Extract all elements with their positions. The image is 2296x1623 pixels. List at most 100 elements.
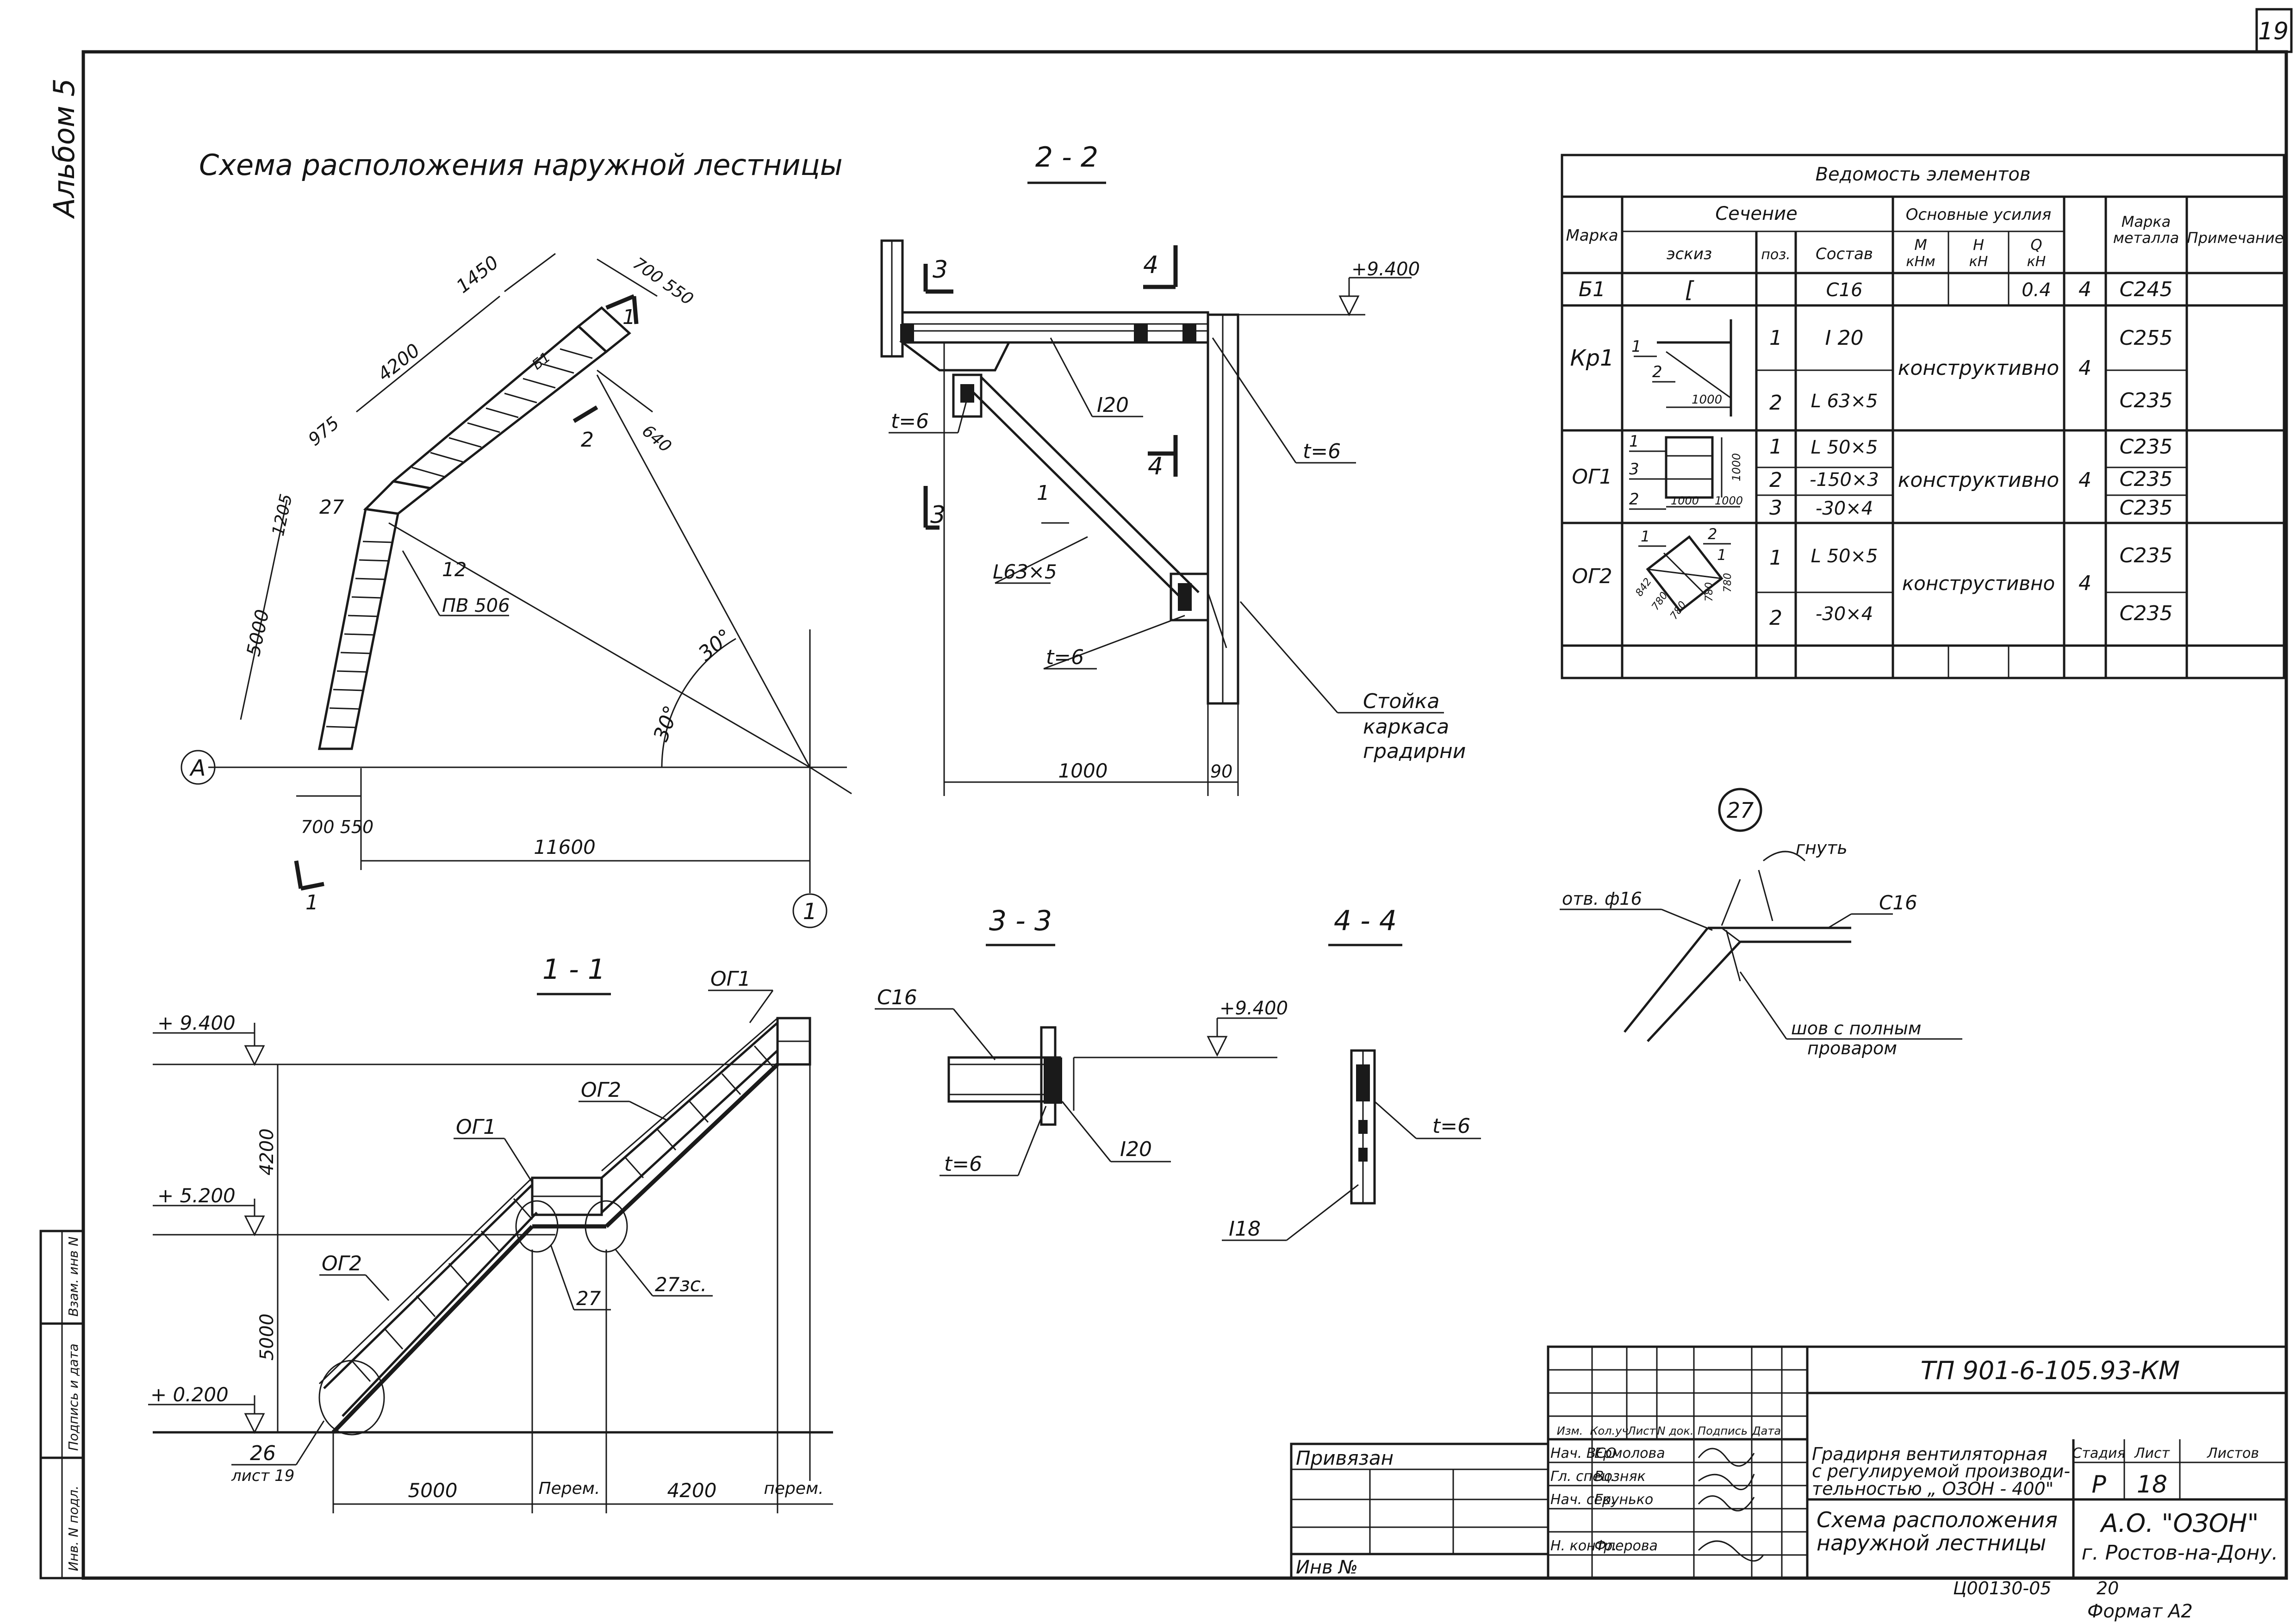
plan-cut-2: 2 (581, 428, 594, 452)
tb-r2-role: Гл. спец. (1550, 1468, 1615, 1485)
spec-og1-sk-1000b: 1000 (1715, 494, 1743, 507)
spec-og2-sk-1: 1 (1641, 528, 1650, 545)
spec-h-metal-2: металла (2113, 229, 2179, 247)
section-1-1-dim-5000-h: 5000 (408, 1479, 458, 1502)
plan-ref-12: 12 (442, 558, 467, 581)
tb-h-sheet: Лист (2134, 1445, 2171, 1461)
tb-sheet: 18 (2137, 1471, 2167, 1499)
tb-h-sheets: Листов (2207, 1445, 2259, 1461)
tb-org-1: А.О. "ОЗОН" (2100, 1509, 2259, 1538)
tb-bound: Привязан (1296, 1447, 1394, 1469)
node-27-label: 27 (1727, 798, 1754, 823)
margin-vzam: Взам. инв N (66, 1237, 81, 1317)
plan-dim-640: 640 (638, 421, 675, 456)
section-1-1-dim-perem-1: Перем. (539, 1479, 600, 1498)
spec-kr1-sketch: 1 2 1000 (1631, 319, 1732, 417)
stamp-code: Ц00130-05 (1953, 1578, 2051, 1598)
spec-og1-sk-1000c: 1000 (1730, 453, 1743, 481)
main-title: Схема расположения наружной лестницы (199, 148, 843, 182)
spec-og1-mark: ОГ1 (1572, 465, 1612, 489)
spec-og2-sk-1b: 1 (1717, 546, 1726, 564)
node-27: 27 гнуть отв. ф16 С16 шов с полным прова… (1560, 788, 1962, 1058)
tb-h-izm: Изм. (1557, 1424, 1583, 1437)
section-2-2-dim-90: 90 (1210, 761, 1232, 782)
tb-r4-name: Флерова (1594, 1538, 1658, 1554)
spec-table: Ведомость элементов Марка Сечение Основн… (1561, 154, 2285, 679)
spec-title: Ведомость элементов (1816, 164, 2031, 185)
spec-og2-sk-d4: 780 (1722, 573, 1734, 592)
spec-og1-sketch: 1 3 2 1000 1000 1000 (1629, 432, 1743, 510)
spec-og1-sk-1000a: 1000 (1671, 494, 1699, 507)
spec-h-note: Примечание (2187, 229, 2284, 247)
spec-kr1-sk-1000: 1000 (1692, 393, 1722, 407)
plan-view: А 1 30° 30° (180, 252, 852, 928)
section-4-4-t6: t=6 (1432, 1114, 1470, 1138)
spec-og1-pos3: 3 (1769, 496, 1782, 520)
spec-og2-sketch: 1 2 1 842 780 780 780 780 (1633, 525, 1734, 622)
section-1-1-ref-27mirror: 27зс. (655, 1273, 707, 1296)
plan-mark-b1: Б1 (529, 349, 554, 373)
spec-og2-pos1: 1 (1769, 546, 1782, 570)
spec-og2-pos2: 2 (1769, 606, 1782, 630)
spec-kr1-metal2: С235 (2120, 389, 2173, 412)
section-2-2: 2 - 2 +9.400 (880, 141, 1466, 796)
section-1-1-level-5200: + 5.200 (157, 1184, 236, 1207)
section-2-2-post-1: Стойка (1363, 690, 1439, 713)
margin-stamp: Взам. инв N Подпись и дата Инв. N подл. (39, 1230, 85, 1579)
section-1-1-title: 1 - 1 (542, 953, 605, 986)
section-2-2-post-2: каркаса (1363, 715, 1449, 739)
spec-kr1-sk-2: 2 (1652, 363, 1662, 381)
spec-b1-comp: С16 (1826, 280, 1863, 301)
tb-drawing-1: Схема расположения (1817, 1507, 2058, 1532)
section-3-3-i20: I20 (1120, 1138, 1152, 1161)
section-2-2-post-3: градирни (1363, 740, 1466, 763)
spec-kr1-mark: Кр1 (1570, 345, 1614, 371)
section-2-2-title: 2 - 2 (1035, 141, 1098, 174)
section-4-4-level: +9.400 (1220, 998, 1288, 1019)
spec-og2-comp2: -30×4 (1816, 603, 1873, 625)
sheet-frame: 19 Альбом 5 (47, 8, 2293, 1580)
spec-kr1-qty: 4 (2078, 356, 2091, 380)
section-2-2-t6-bottom: t=6 (1046, 646, 1084, 669)
plan-dim-5000: 5000 (243, 608, 274, 658)
section-2-2-cut-3-bottom: 3 (930, 501, 946, 529)
margin-podp-data: Подпись и дата (66, 1343, 81, 1451)
section-1-1-dim-perem-2: перем. (764, 1479, 823, 1498)
section-1-1-og2-lower: ОГ2 (322, 1252, 362, 1275)
spec-og2-sk-d2: 780 (1668, 599, 1689, 622)
spec-h-comp: Состав (1816, 245, 1873, 263)
tb-r3-role: Нач. сек. (1550, 1492, 1615, 1508)
axis-1-label: 1 (803, 899, 817, 925)
plan-cut-1-top: 1 (622, 305, 635, 329)
tb-proj-1: Градирня вентиляторная (1812, 1444, 2047, 1464)
tb-proj-3: тельностью „ ОЗОН - 400" (1812, 1479, 2053, 1499)
spec-og1-metal1: С235 (2120, 435, 2173, 459)
spec-h-m-1: М (1914, 236, 1927, 254)
spec-kr1-comp2: L 63×5 (1811, 391, 1878, 412)
spec-og1-forces: конструктивно (1898, 468, 2059, 492)
tb-stage: Р (2091, 1471, 2106, 1499)
section-1-1-ref-26: 26 (250, 1442, 276, 1465)
spec-h-mark: Марка (1566, 226, 1618, 245)
node-27-bend: гнуть (1796, 838, 1848, 858)
spec-h-n-2: кН (1969, 254, 1988, 270)
spec-kr1-metal1: С255 (2120, 326, 2173, 350)
spec-kr1-pos1: 1 (1769, 326, 1782, 350)
spec-kr1-comp1: I 20 (1825, 326, 1864, 350)
section-1-1-dim-4200: 4200 (256, 1128, 278, 1175)
plan-dim-1205: 1205 (269, 492, 296, 538)
spec-og1-metal2: С235 (2120, 467, 2173, 491)
spec-h-sketch: эскиз (1667, 245, 1712, 263)
angle-2: 30° (694, 624, 737, 665)
section-3-3-title: 3 - 3 (989, 905, 1052, 937)
section-1-1: 1 - 1 + 9.400 + 5.200 + 0.200 4200 5000 (148, 953, 833, 1513)
spec-h-pos: поз. (1761, 247, 1790, 263)
section-4-4: 4 - 4 +9.400 t=6 I18 (1207, 905, 1481, 1241)
plan-dim-700-550-top: 700 550 (629, 254, 697, 309)
title-block: Привязан Инв № Изм. Кол.уч Лист N док. П… (1290, 1345, 2288, 1579)
tb-r4-role: Н. контр. (1550, 1538, 1617, 1554)
section-1-1-dim-4200-h: 4200 (667, 1479, 717, 1502)
margin-inv-podl: Инв. N подл. (66, 1486, 81, 1571)
spec-b1-sketch: [ (1685, 277, 1695, 303)
